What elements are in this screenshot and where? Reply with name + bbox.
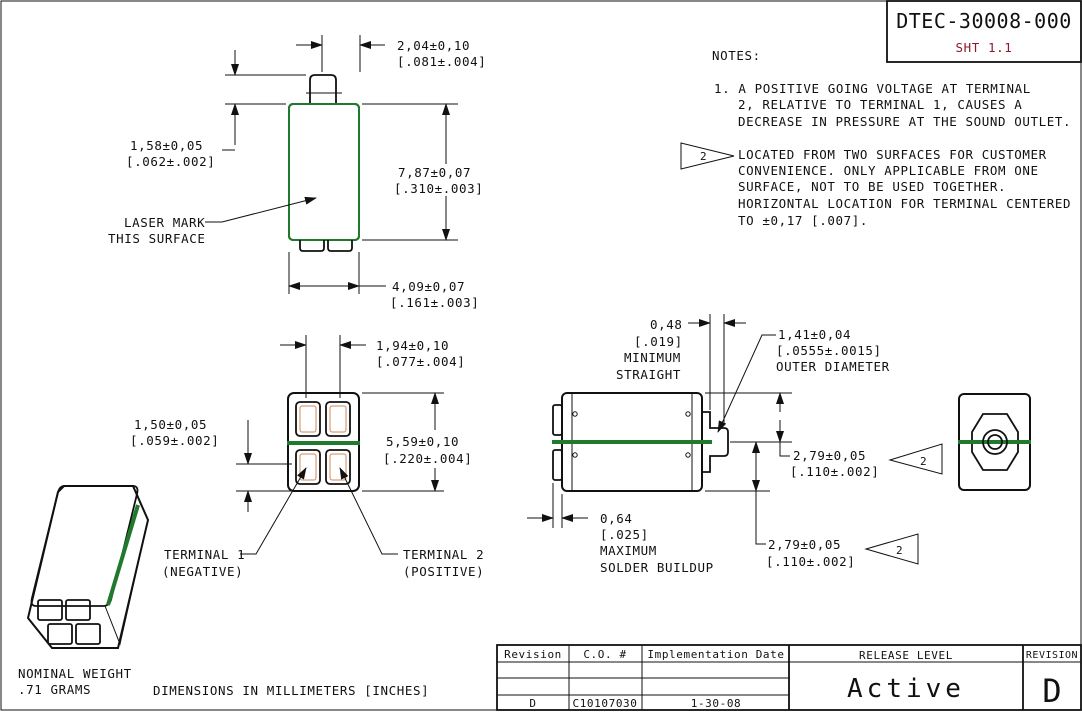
- top-view: 2,04±0,10 [.081±.004] 1,58±0,05 [.062±.0…: [108, 35, 486, 310]
- isometric-view: [26, 485, 150, 649]
- sheet-number: SHT 1.1: [956, 40, 1013, 55]
- outlet-upper-marker: 2: [920, 455, 927, 468]
- dim-terminal-height-in: [.059±.002]: [130, 433, 219, 448]
- outlet-upper-triangle-icon: [888, 443, 943, 475]
- outlet-lower-triangle-icon: [864, 533, 919, 565]
- note2-line5: TO ±0,17 [.007].: [738, 213, 868, 228]
- dim-solder-label: SOLDER BUILDUP: [600, 560, 714, 575]
- laser-mark-line2: THIS SURFACE: [108, 231, 206, 246]
- note1-line3: DECREASE IN PRESSURE AT THE SOUND OUTLET…: [738, 114, 1071, 129]
- side-view: 0,48 [.019] MINIMUM STRAIGHT 1,41±0,04 […: [527, 314, 943, 575]
- dim-od-mm: 1,41±0,04: [778, 327, 851, 342]
- dim-length-in: [.310±.003]: [394, 181, 483, 196]
- revision-value: D: [1042, 672, 1061, 710]
- dim-straight-mm: 0,48: [650, 317, 683, 332]
- dim-height-mm: 5,59±0,10: [386, 434, 459, 449]
- terminal1-polarity: (NEGATIVE): [162, 564, 243, 579]
- dim-straight-in: [.019]: [634, 334, 683, 349]
- dim-height-in: [.220±.004]: [383, 451, 472, 466]
- dim-width-mm: 4,09±0,07: [392, 279, 465, 294]
- title-block: DTEC-30008-000 SHT 1.1: [886, 0, 1082, 63]
- rev-row-date: 1-30-08: [691, 697, 742, 710]
- notes-heading: NOTES:: [712, 48, 761, 63]
- dim-terminal-height-mm: 1,50±0,05: [134, 417, 207, 432]
- dim-nub-height-in: [.062±.002]: [126, 154, 215, 169]
- laser-mark-line1: LASER MARK: [124, 215, 205, 230]
- note2-line3: SURFACE, NOT TO BE USED TOGETHER.: [738, 179, 1006, 194]
- rev-header-date: Implementation Date: [647, 648, 784, 661]
- release-level-header: RELEASE LEVEL: [859, 649, 953, 662]
- dim-straight-min: MINIMUM: [624, 350, 681, 365]
- dim-solder-mm: 0,64: [600, 511, 633, 526]
- dim-od-label: OUTER DIAMETER: [776, 359, 890, 374]
- dim-outlet-upper-mm: 2,79±0,05: [793, 448, 866, 463]
- note2-triangle-icon: [680, 142, 735, 170]
- note2-line2: CONVENIENCE. ONLY APPLICABLE FROM ONE: [738, 163, 1039, 178]
- note2-marker: 2: [700, 150, 707, 163]
- terminal2-label: TERMINAL 2: [403, 547, 484, 562]
- note1-line2: 2, RELATIVE TO TERMINAL 1, CAUSES A: [738, 97, 1022, 112]
- dim-od-in: [.0555±.0015]: [776, 343, 882, 358]
- dim-solder-in: [.025]: [600, 527, 649, 542]
- terminal1-label: TERMINAL 1: [164, 547, 245, 562]
- dim-straight-label: STRAIGHT: [616, 367, 681, 382]
- rev-row-co: C10107030: [572, 697, 637, 710]
- note2-line1: LOCATED FROM TWO SURFACES FOR CUSTOMER: [738, 147, 1047, 162]
- dim-length-mm: 7,87±0,07: [398, 165, 471, 180]
- end-view: 1,94±0,10 [.077±.004] 1,50±0,05 [.059±.0…: [130, 335, 484, 579]
- dim-outlet-upper-in: [.110±.002]: [790, 464, 879, 479]
- terminal2-polarity: (POSITIVE): [403, 564, 484, 579]
- rev-row-revision: D: [529, 697, 536, 710]
- rev-header-co: C.O. #: [583, 648, 626, 661]
- dim-outlet-lower-in: [.110±.002]: [766, 554, 855, 569]
- units-note: DIMENSIONS IN MILLIMETERS [INCHES]: [153, 683, 429, 698]
- revision-header: REVISION: [1026, 650, 1078, 661]
- weight-label: NOMINAL WEIGHT: [18, 666, 132, 681]
- rev-header-revision: Revision: [504, 648, 562, 661]
- note2-line4: HORIZONTAL LOCATION FOR TERMINAL CENTERE…: [738, 196, 1071, 211]
- drawing-number: DTEC-30008-000: [896, 9, 1072, 33]
- outlet-end-view: [958, 393, 1031, 491]
- dim-nub-width-mm: 2,04±0,10: [397, 38, 470, 53]
- note1-line1: 1. A POSITIVE GOING VOLTAGE AT TERMINAL: [714, 81, 1031, 96]
- weight-value: .71 GRAMS: [18, 682, 91, 697]
- dim-width-in: [.161±.003]: [390, 295, 479, 310]
- dim-terminal-width-mm: 1,94±0,10: [376, 338, 449, 353]
- notes-block: NOTES: 1. A POSITIVE GOING VOLTAGE AT TE…: [680, 48, 1071, 228]
- dim-nub-height-mm: 1,58±0,05: [130, 138, 203, 153]
- dim-solder-max: MAXIMUM: [600, 543, 657, 558]
- outlet-lower-marker: 2: [896, 544, 903, 557]
- release-level-value: Active: [847, 674, 965, 704]
- dim-terminal-width-in: [.077±.004]: [376, 354, 465, 369]
- revision-table: Revision C.O. # Implementation Date D C1…: [496, 644, 1082, 711]
- dim-outlet-lower-mm: 2,79±0,05: [768, 537, 841, 552]
- dim-nub-width-in: [.081±.004]: [397, 54, 486, 69]
